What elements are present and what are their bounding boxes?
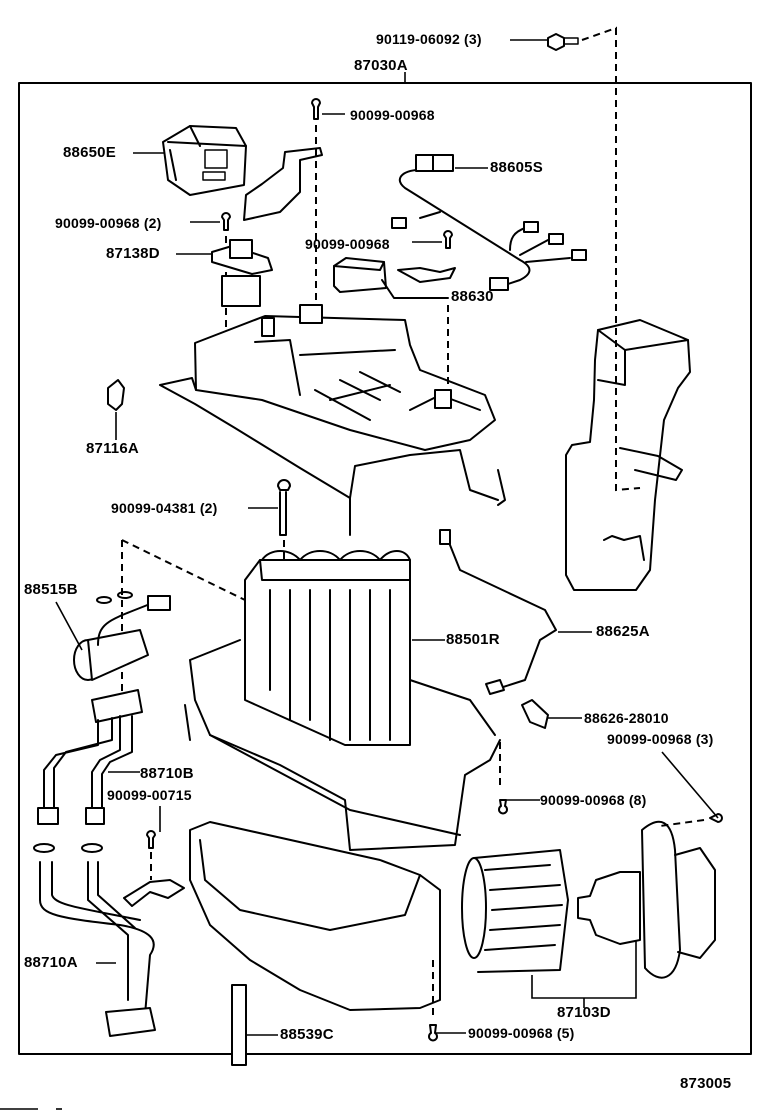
screw-8-icon xyxy=(498,799,508,815)
screw-relay-icon xyxy=(443,230,453,249)
label-assembly: 87030A xyxy=(354,57,408,74)
control-module-icon xyxy=(133,125,247,196)
duct-icon xyxy=(565,319,691,591)
relay-icon xyxy=(333,257,456,390)
lower-case-icon xyxy=(184,639,501,851)
figure-number: 873005 xyxy=(680,1075,732,1092)
label-tube-b: 88710B xyxy=(140,765,194,782)
evaporator-icon xyxy=(244,550,445,746)
screw-2-icon xyxy=(221,212,231,231)
label-control-module: 88650E xyxy=(63,144,116,161)
assembly-frame xyxy=(18,82,752,1055)
tube-a-icon xyxy=(33,843,156,1037)
resistor-icon xyxy=(176,239,273,307)
label-blower-motor: 87103D xyxy=(557,1004,611,1021)
screw-5-icon xyxy=(428,1024,438,1042)
clip-icon xyxy=(107,379,125,440)
label-expansion-valve: 88515B xyxy=(24,581,78,598)
thermistor-clip-icon xyxy=(521,699,582,729)
label-resistor: 87138D xyxy=(106,245,160,262)
bracket-icon xyxy=(243,98,345,300)
label-bolt-top: 90119-06092 (3) xyxy=(376,31,482,47)
label-evaporator: 88501R xyxy=(446,631,500,648)
label-tube-a: 88710A xyxy=(24,954,78,971)
label-screw-2: 90099-00968 (2) xyxy=(55,215,162,231)
label-thermistor: 88625A xyxy=(596,623,650,640)
label-screw-715: 90099-00715 xyxy=(107,787,192,803)
label-wire-harness: 88605S xyxy=(490,159,543,176)
upper-case-icon xyxy=(159,304,506,536)
tube-b-icon xyxy=(37,689,143,825)
bolt-case-icon xyxy=(248,479,291,560)
thermistor-icon xyxy=(439,529,592,695)
blower-fan-icon xyxy=(461,849,569,973)
label-drain-hose: 88539C xyxy=(280,1026,334,1043)
drain-hose-icon xyxy=(231,984,278,1066)
wire-harness-icon xyxy=(391,154,587,291)
label-screw-relay: 90099-00968 xyxy=(305,236,390,252)
label-relay: 88630 xyxy=(451,288,494,305)
label-thermistor-clip: 88626-28010 xyxy=(584,710,669,726)
screw-715-icon xyxy=(123,806,185,907)
expansion-valve-icon xyxy=(55,591,171,681)
label-bolt-case: 90099-04381 (2) xyxy=(111,500,218,516)
blower-motor-icon xyxy=(531,820,716,1008)
label-screw-8: 90099-00968 (8) xyxy=(540,792,647,808)
label-screw-3: 90099-00968 (3) xyxy=(607,731,714,747)
label-screw-bracket: 90099-00968 xyxy=(350,107,435,123)
lower-housing-icon xyxy=(189,821,441,1020)
screw-3-icon xyxy=(709,813,723,823)
label-clip: 87116A xyxy=(86,440,139,457)
label-screw-5: 90099-00968 (5) xyxy=(468,1025,575,1041)
bolt-top-icon xyxy=(510,33,579,51)
